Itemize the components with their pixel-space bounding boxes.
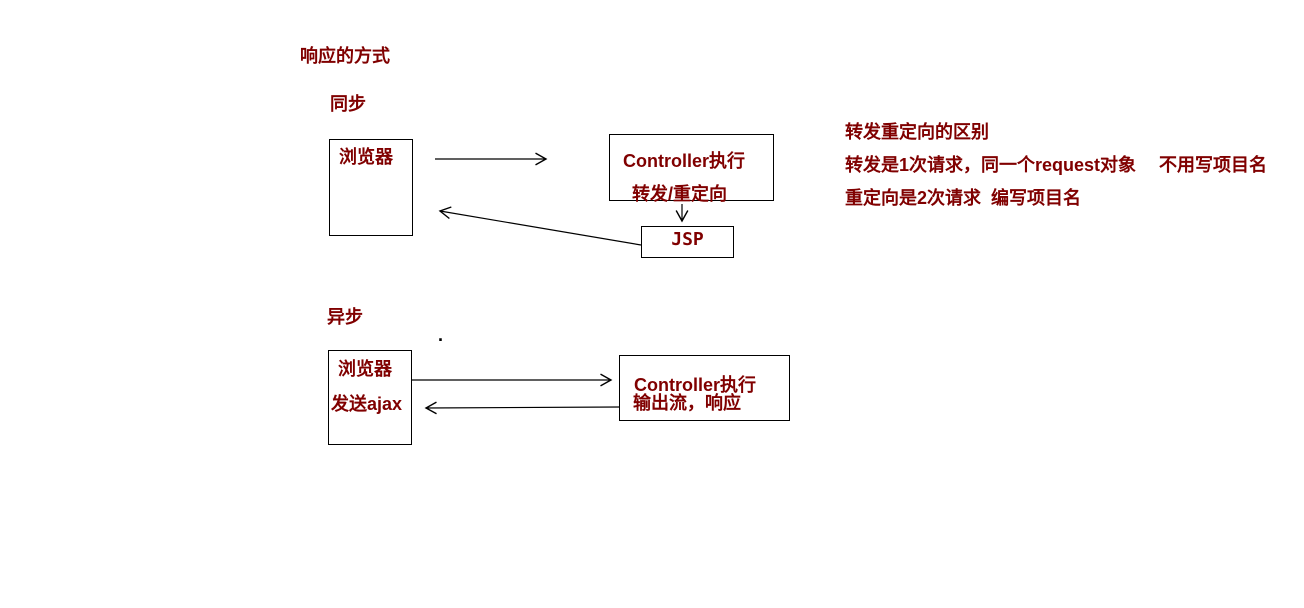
async-controller-line1: Controller执行 xyxy=(634,375,757,395)
notes-heading: 转发重定向的区别 xyxy=(845,122,989,142)
sync-controller-line2: 转发/重定向 xyxy=(632,184,728,204)
sync-browser-label: 浏览器 xyxy=(339,147,393,167)
notes-line-redirect: 重定向是2次请求 编写项目名 xyxy=(845,188,1082,208)
diagram-title: 响应的方式 xyxy=(300,46,390,66)
notes-line-forward: 转发是1次请求，同一个request对象 不用写项目名 xyxy=(845,155,1268,175)
sync-response-arrow xyxy=(438,206,642,246)
async-browser-line1: 浏览器 xyxy=(338,359,392,379)
async-section-label: 异步 xyxy=(327,307,363,327)
sync-section-label: 同步 xyxy=(330,94,366,114)
async-controller-line2: 输出流，响应 xyxy=(633,393,741,413)
stray-dot-mark: . xyxy=(438,325,444,345)
async-controller-box: Controller执行 输出流，响应 xyxy=(619,355,790,421)
async-browser-line2: 发送ajax xyxy=(331,394,403,414)
async-browser-box: 浏览器 发送ajax xyxy=(328,350,412,445)
sync-controller-line1: Controller执行 xyxy=(623,151,746,171)
async-response-arrow xyxy=(424,401,621,415)
jsp-box: JSP xyxy=(641,226,734,258)
sync-controller-box: Controller执行 转发/重定向 xyxy=(609,134,774,204)
jsp-label: JSP xyxy=(671,229,704,250)
sync-browser-box: 浏览器 xyxy=(329,139,413,236)
